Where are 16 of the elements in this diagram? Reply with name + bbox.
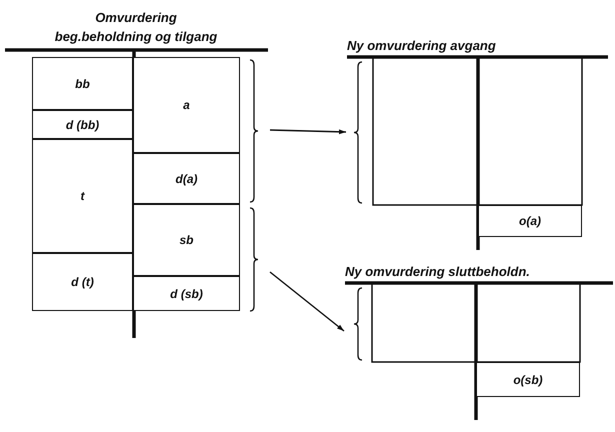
account-title: Ny omvurdering avgang [347, 38, 496, 53]
account-cell: d (bb) [32, 110, 133, 139]
account-title: beg.beholdning og tilgang [54, 29, 218, 44]
account-cell: o(a) [478, 205, 582, 237]
account-cell: bb [32, 57, 133, 110]
account-cell: o(sb) [476, 362, 580, 397]
account-cell: d(a) [133, 153, 240, 204]
account-cell: d (t) [32, 253, 133, 311]
arrow [270, 271, 344, 332]
account-title: Omvurdering [95, 10, 177, 25]
account-cell: t [32, 139, 133, 253]
account-title: Ny omvurdering sluttbeholdn. [345, 264, 530, 279]
account-cell: d (sb) [133, 276, 240, 311]
arrow [270, 129, 346, 134]
account-cell: a [133, 57, 240, 153]
account-cell: sb [133, 204, 240, 276]
